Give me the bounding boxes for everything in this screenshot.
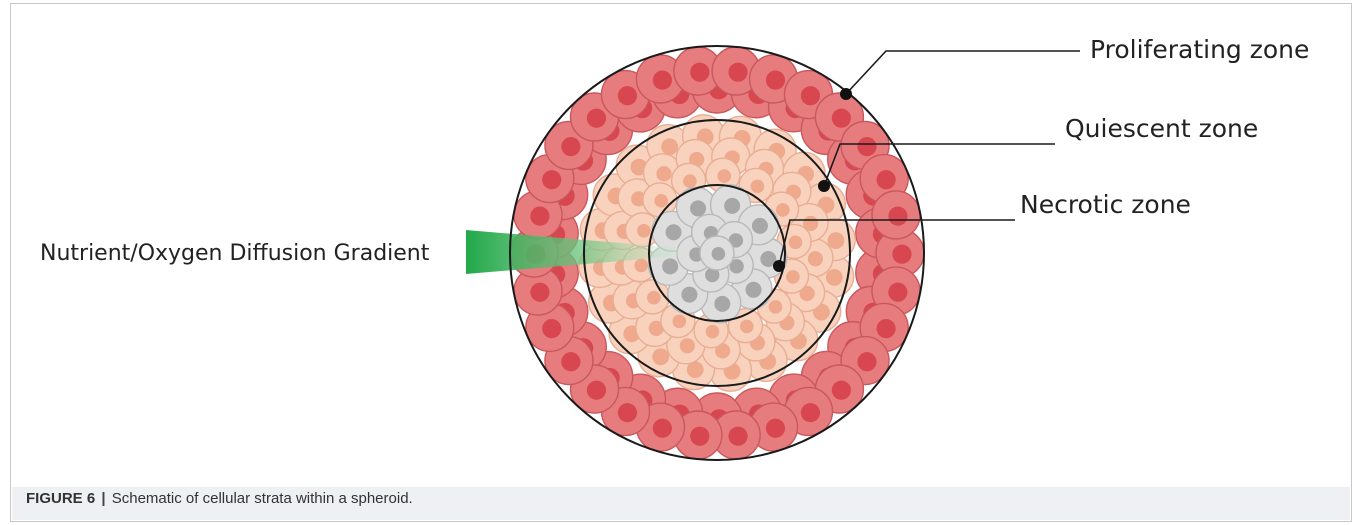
proliferating-cell-nucleus xyxy=(561,137,580,156)
necrotic-cell-nucleus xyxy=(666,224,682,240)
proliferating-cell-nucleus xyxy=(690,427,709,446)
caption-separator: | xyxy=(101,490,105,507)
proliferating-cell-nucleus xyxy=(542,319,561,338)
proliferating-zone-label: Proliferating zone xyxy=(1090,35,1309,64)
proliferating-cell-nucleus xyxy=(618,86,637,105)
quiescent-cell-nucleus xyxy=(652,348,669,365)
proliferating-leader-line xyxy=(846,51,1080,94)
figure-number: FIGURE 6 xyxy=(26,490,95,507)
proliferating-cell-nucleus xyxy=(542,170,561,189)
proliferating-cell-nucleus xyxy=(653,419,672,438)
quiescent-cell-nucleus xyxy=(683,174,697,188)
proliferating-cell-nucleus xyxy=(832,109,851,128)
quiescent-cell-nucleus xyxy=(673,315,687,329)
quiescent-cell-nucleus xyxy=(656,166,671,181)
necrotic-cell-nucleus xyxy=(724,198,740,214)
proliferating-cell-nucleus xyxy=(888,283,907,302)
quiescent-cell-nucleus xyxy=(751,180,765,194)
proliferating-cell-nucleus xyxy=(530,283,549,302)
necrotic-pointer-dot xyxy=(773,260,785,272)
quiescent-cell-nucleus xyxy=(776,203,790,217)
quiescent-cell-nucleus xyxy=(826,269,843,286)
caption-text: Schematic of cellular strata within a sp… xyxy=(112,490,413,507)
proliferating-cell-nucleus xyxy=(728,63,747,82)
quiescent-cell-nucleus xyxy=(786,270,800,284)
quiescent-cell-nucleus xyxy=(769,300,783,314)
proliferating-cell-nucleus xyxy=(766,419,785,438)
necrotic-cell-nucleus xyxy=(752,218,768,234)
proliferating-cell-nucleus xyxy=(892,245,911,264)
proliferating-cell-nucleus xyxy=(690,63,709,82)
necrotic-cell-nucleus xyxy=(714,296,730,312)
proliferating-cell-nucleus xyxy=(728,427,747,446)
quiescent-cell-nucleus xyxy=(654,194,668,208)
quiescent-cell-nucleus xyxy=(661,138,678,155)
proliferating-pointer-dot xyxy=(840,88,852,100)
proliferating-cell-nucleus xyxy=(801,86,820,105)
proliferating-cell-nucleus xyxy=(857,137,876,156)
quiescent-pointer-dot xyxy=(818,180,830,192)
quiescent-cell-nucleus xyxy=(717,169,731,183)
quiescent-cell-nucleus xyxy=(637,224,651,238)
proliferating-cell-nucleus xyxy=(766,71,785,90)
proliferating-cell-nucleus xyxy=(888,207,907,226)
proliferating-cell-nucleus xyxy=(561,352,580,371)
proliferating-cell-nucleus xyxy=(832,381,851,400)
quiescent-cell-nucleus xyxy=(634,259,648,273)
necrotic-cell-nucleus xyxy=(690,200,706,216)
proliferating-cell-nucleus xyxy=(618,403,637,422)
quiescent-cell-nucleus xyxy=(706,325,720,339)
necrotic-cell-nucleus xyxy=(681,287,697,303)
proliferating-cell-nucleus xyxy=(876,170,895,189)
quiescent-cell-nucleus xyxy=(740,320,754,334)
necrotic-zone-label: Necrotic zone xyxy=(1020,190,1191,219)
quiescent-cell-nucleus xyxy=(808,251,823,266)
quiescent-cell-nucleus xyxy=(789,235,803,249)
necrotic-cell-nucleus xyxy=(712,247,726,261)
necrotic-cell-nucleus xyxy=(746,282,762,298)
necrotic-cell-nucleus xyxy=(662,258,678,274)
quiescent-cell-nucleus xyxy=(828,232,845,249)
proliferating-cell-nucleus xyxy=(857,352,876,371)
proliferating-cell-nucleus xyxy=(587,109,606,128)
proliferating-cell-nucleus xyxy=(801,403,820,422)
figure-caption: FIGURE 6 | Schematic of cellular strata … xyxy=(26,490,413,507)
proliferating-cell-nucleus xyxy=(876,319,895,338)
quiescent-zone-label: Quiescent zone xyxy=(1065,114,1258,143)
quiescent-cell-nucleus xyxy=(647,291,661,305)
quiescent-cell-nucleus xyxy=(680,338,695,353)
proliferating-cell-nucleus xyxy=(530,207,549,226)
proliferating-cell-nucleus xyxy=(587,381,606,400)
proliferating-cell-nucleus xyxy=(653,71,672,90)
diffusion-gradient-label: Nutrient/Oxygen Diffusion Gradient xyxy=(40,241,430,266)
